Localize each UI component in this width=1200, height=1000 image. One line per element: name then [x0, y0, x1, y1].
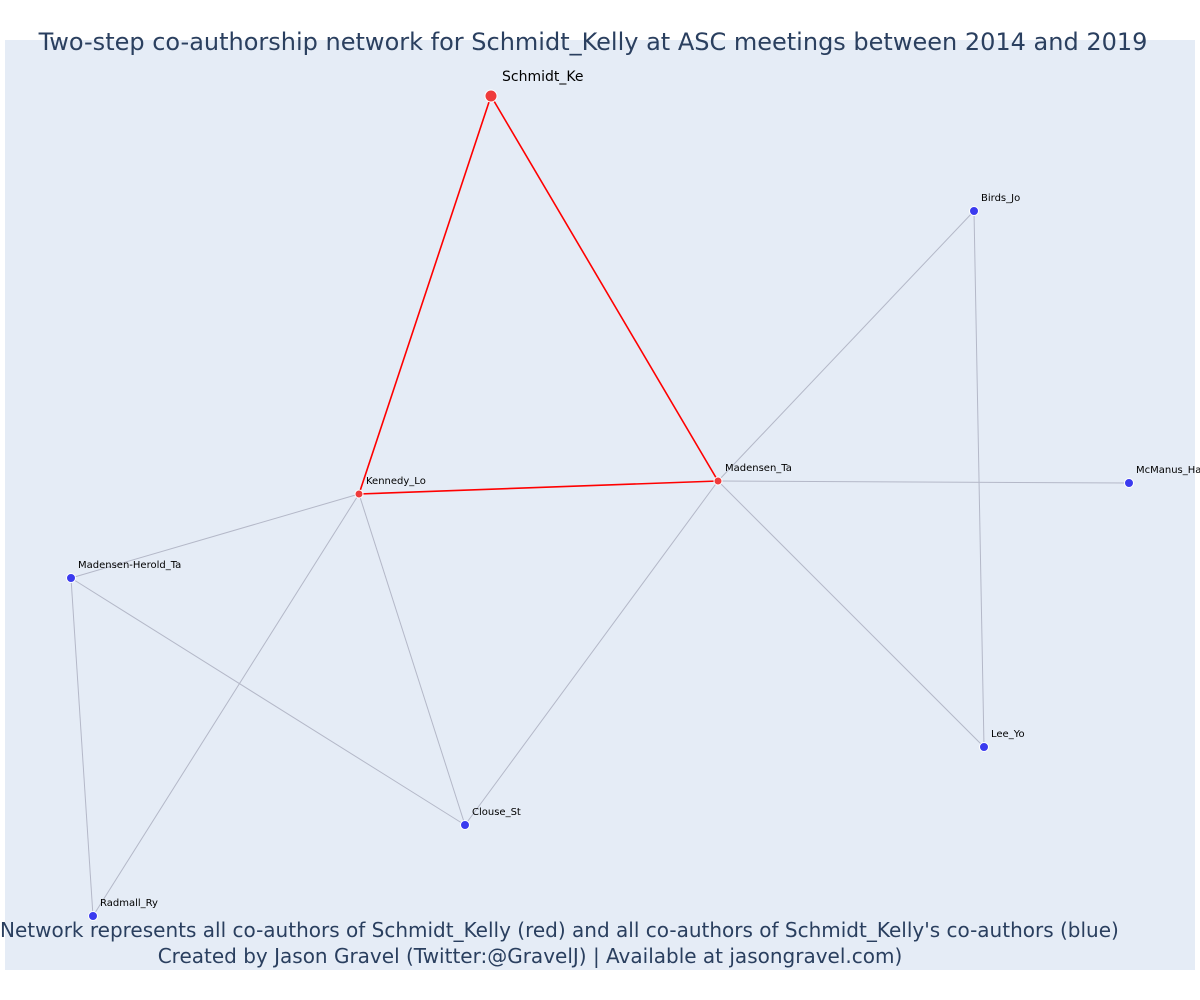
chart-title: Two-step co-authorship network for Schmi… [38, 28, 1148, 56]
edge-Kennedy_Lo-Clouse_St [358, 493, 466, 826]
node-McManus_Ha[interactable] [1124, 478, 1134, 488]
edge-Schmidt_Ke-Kennedy_Lo [358, 95, 492, 495]
node-label-McManus_Ha: McManus_Ha [1136, 465, 1200, 476]
edge-Madensen-Herold_Ta-Radmall_Ry [70, 577, 94, 917]
edge-Kennedy_Lo-Madensen-Herold_Ta [70, 493, 360, 579]
node-Radmall_Ry[interactable] [88, 911, 98, 921]
node-label-Lee_Yo: Lee_Yo [991, 729, 1025, 740]
node-label-Madensen_Ta: Madensen_Ta [725, 463, 792, 474]
edge-Schmidt_Ke-Madensen_Ta [490, 95, 719, 482]
edge-Madensen-Herold_Ta-Clouse_St [70, 577, 466, 826]
edges-layer [70, 95, 1130, 917]
edge-Kennedy_Lo-Madensen_Ta [358, 480, 719, 495]
node-Schmidt_Ke[interactable] [484, 89, 498, 103]
edge-Madensen_Ta-Lee_Yo [717, 480, 985, 748]
plot-background [5, 40, 1195, 970]
edge-Madensen_Ta-Clouse_St [464, 480, 719, 826]
node-label-Birds_Jo: Birds_Jo [981, 193, 1020, 204]
chart-caption: Network represents all co-authors of Sch… [0, 917, 1119, 969]
node-label-Clouse_St: Clouse_St [472, 807, 521, 818]
edge-Birds_Jo-Lee_Yo [973, 210, 985, 748]
node-Lee_Yo[interactable] [979, 742, 989, 752]
node-Birds_Jo[interactable] [969, 206, 979, 216]
node-Madensen_Ta[interactable] [713, 476, 723, 486]
caption-line-1: Network represents all co-authors of Sch… [0, 918, 1119, 942]
node-Clouse_St[interactable] [460, 820, 470, 830]
node-Kennedy_Lo[interactable] [354, 489, 364, 499]
edge-Kennedy_Lo-Radmall_Ry [92, 493, 360, 917]
node-label-Kennedy_Lo: Kennedy_Lo [366, 476, 426, 487]
node-label-Schmidt_Ke: Schmidt_Ke [502, 69, 583, 85]
edge-Madensen_Ta-Birds_Jo [717, 210, 975, 482]
nodes-layer [66, 89, 1134, 921]
caption-line-2: Created by Jason Gravel (Twitter:@Gravel… [157, 944, 903, 968]
node-label-Madensen-Herold_Ta: Madensen-Herold_Ta [78, 560, 181, 571]
node-label-Radmall_Ry: Radmall_Ry [100, 898, 158, 909]
node-Madensen-Herold_Ta[interactable] [66, 573, 76, 583]
edge-Madensen_Ta-McManus_Ha [717, 480, 1130, 484]
